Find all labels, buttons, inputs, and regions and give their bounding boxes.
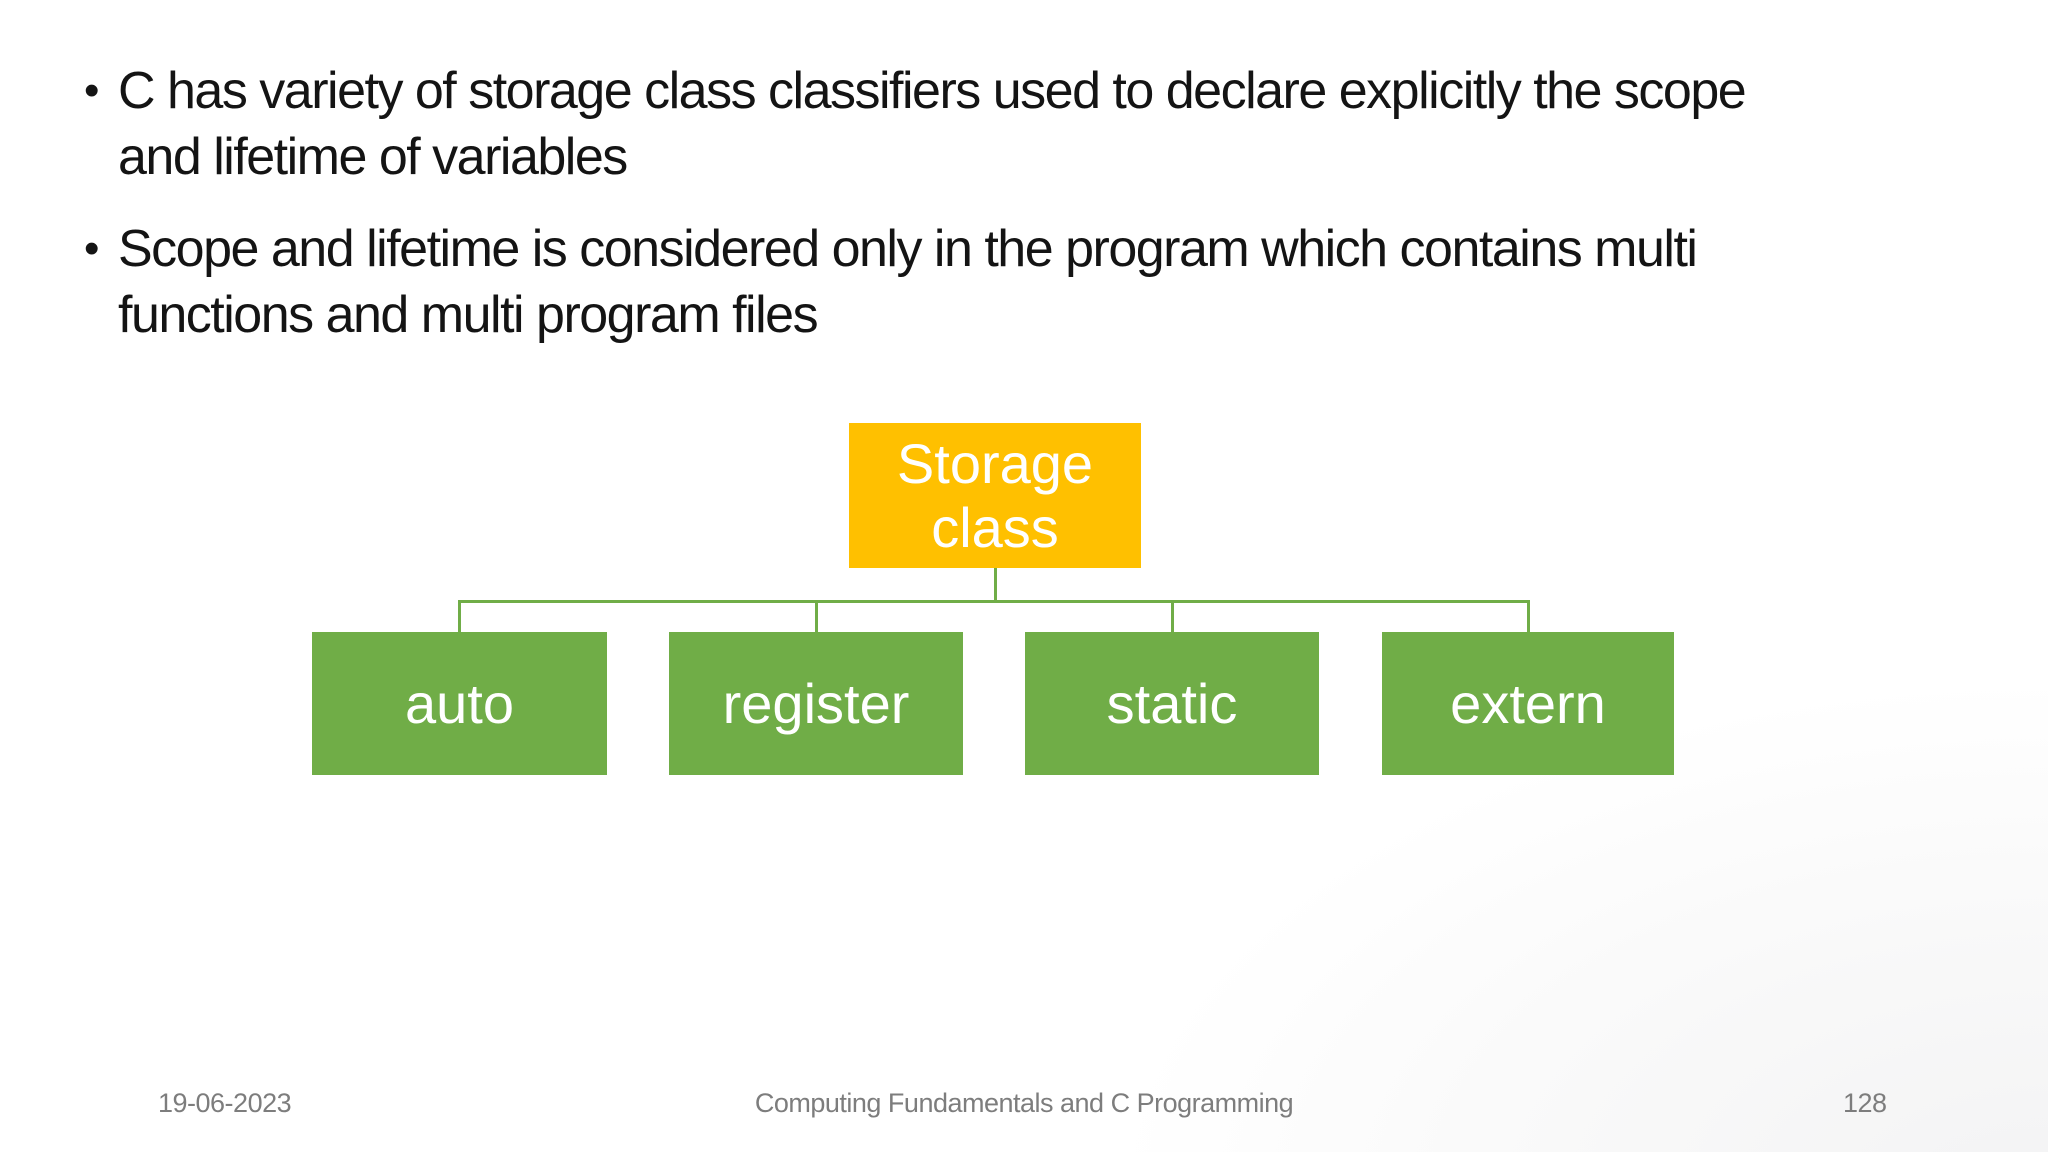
bullet-item-storage-classes: • C has variety of storage class classif… xyxy=(84,58,1984,190)
node-label: extern xyxy=(1450,671,1606,735)
diagram-root-node-storage-class: Storage class xyxy=(849,423,1141,568)
connector-root-stem xyxy=(994,568,997,601)
diagram-node-extern: extern xyxy=(1382,632,1674,775)
bullet-text: C has variety of storage class classifie… xyxy=(118,58,1984,190)
diagram-node-static: static xyxy=(1025,632,1319,775)
node-label: register xyxy=(722,671,910,735)
connector-drop-extern xyxy=(1527,601,1530,633)
bullet-text: Scope and lifetime is considered only in… xyxy=(118,216,1984,348)
bullet-item-scope-lifetime: • Scope and lifetime is considered only … xyxy=(84,216,1984,348)
bullet-line: C has variety of storage class classifie… xyxy=(118,62,1747,120)
bullet-line: Scope and lifetime is considered only in… xyxy=(118,220,1698,278)
root-node-label-line: Storage xyxy=(896,431,1094,495)
bullet-icon: • xyxy=(84,224,100,273)
node-label: static xyxy=(1106,671,1238,735)
node-label: auto xyxy=(405,671,514,735)
connector-horizontal-bus xyxy=(458,600,1530,603)
root-node-label-line: class xyxy=(931,495,1059,559)
diagram-node-register: register xyxy=(669,632,963,775)
connector-drop-static xyxy=(1171,601,1174,633)
bullet-list: • C has variety of storage class classif… xyxy=(84,58,1984,374)
bullet-line: and lifetime of variables xyxy=(118,128,628,186)
connector-drop-register xyxy=(815,601,818,633)
footer-page-number: 128 xyxy=(1843,1088,1887,1118)
footer-title: Computing Fundamentals and C Programming xyxy=(754,1088,1294,1118)
diagram-node-auto: auto xyxy=(312,632,607,775)
connector-drop-auto xyxy=(458,601,461,633)
bullet-icon: • xyxy=(84,66,100,115)
bullet-line: functions and multi program files xyxy=(118,286,819,344)
footer-date: 19-06-2023 xyxy=(158,1088,292,1118)
